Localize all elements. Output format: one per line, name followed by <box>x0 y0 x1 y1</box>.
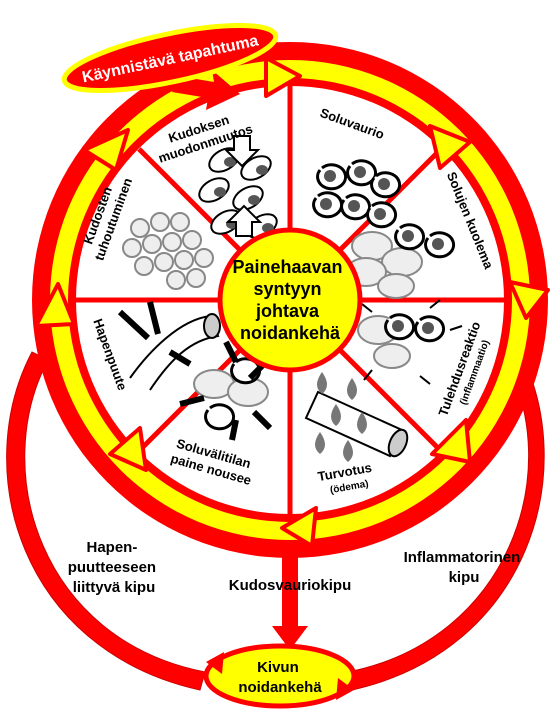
down-arrow-icon <box>223 135 261 168</box>
left-pain-arrow <box>6 351 206 691</box>
arrow-top <box>264 56 302 98</box>
arrow-top-left <box>82 128 130 172</box>
center-circle <box>217 227 363 373</box>
cycle-arrows <box>34 56 550 548</box>
pressure-illustration <box>179 340 273 441</box>
center-title: Painehaavan syntyyn johtava noidankehä <box>232 257 347 343</box>
cell-damage-illustration <box>312 159 402 229</box>
edema-illustration <box>304 372 409 462</box>
middle-pain-label: Kudosvauriokipu <box>229 577 352 594</box>
pain-cycle-label: Kivun noidankehä <box>238 659 322 696</box>
pain-cycle-arrow-right <box>336 678 354 700</box>
tissue-destruction-illustration <box>122 212 214 290</box>
right-pain-label: Inflammatorinen kipu <box>404 549 525 586</box>
arrow-left <box>34 282 76 328</box>
arrow-bottom <box>280 506 318 548</box>
arrow-right <box>508 280 550 320</box>
left-pain-label: Hapen- puutteeseen liittyvä kipu <box>68 539 161 596</box>
arrow-bottom-right <box>430 418 472 464</box>
arrow-top-right <box>428 124 472 170</box>
up-arrow-icon <box>225 204 263 237</box>
inflammation-illustration <box>357 299 463 385</box>
pain-cycle-arrow-left <box>206 652 224 674</box>
deformation-illustration <box>198 135 278 239</box>
pain-cycle-badge <box>203 643 357 709</box>
arrow-bottom-left <box>108 426 148 472</box>
middle-pain-arrow-head <box>272 626 308 650</box>
trigger-badge <box>61 23 279 93</box>
hypoxia-illustration <box>117 301 221 391</box>
